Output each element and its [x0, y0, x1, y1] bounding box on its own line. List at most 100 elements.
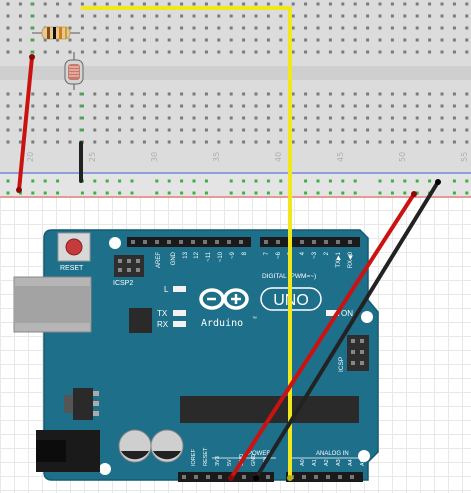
breadboard-hole[interactable] — [428, 26, 432, 30]
breadboard-hole[interactable] — [80, 26, 84, 30]
breadboard-hole[interactable] — [403, 14, 407, 18]
breadboard-hole[interactable] — [341, 104, 345, 108]
breadboard-hole[interactable] — [43, 140, 47, 144]
breadboard-hole[interactable] — [105, 116, 109, 120]
header-pin[interactable] — [276, 240, 280, 244]
breadboard-hole[interactable] — [93, 26, 97, 30]
rail-hole[interactable] — [390, 191, 394, 195]
breadboard-hole[interactable] — [403, 104, 407, 108]
breadboard-hole[interactable] — [440, 2, 444, 6]
breadboard-hole[interactable] — [378, 38, 382, 42]
breadboard-hole[interactable] — [465, 26, 469, 30]
breadboard-hole[interactable] — [43, 14, 47, 18]
breadboard-hole[interactable] — [328, 26, 332, 30]
breadboard-hole[interactable] — [242, 14, 246, 18]
breadboard-hole[interactable] — [440, 104, 444, 108]
breadboard-hole[interactable] — [31, 116, 35, 120]
header-pin[interactable] — [215, 240, 219, 244]
breadboard-hole[interactable] — [266, 140, 270, 144]
breadboard-hole[interactable] — [341, 140, 345, 144]
breadboard-hole[interactable] — [452, 2, 456, 6]
breadboard-hole[interactable] — [167, 50, 171, 54]
breadboard-hole[interactable] — [390, 26, 394, 30]
breadboard-hole[interactable] — [56, 140, 60, 144]
breadboard-hole[interactable] — [254, 26, 258, 30]
breadboard-hole[interactable] — [366, 2, 370, 6]
breadboard-hole[interactable] — [217, 92, 221, 96]
breadboard-hole[interactable] — [6, 14, 10, 18]
breadboard-hole[interactable] — [266, 128, 270, 132]
rail-hole[interactable] — [6, 191, 10, 195]
breadboard-hole[interactable] — [68, 104, 72, 108]
rail-hole[interactable] — [118, 191, 122, 195]
breadboard-hole[interactable] — [266, 14, 270, 18]
breadboard-hole[interactable] — [316, 50, 320, 54]
breadboard-hole[interactable] — [242, 50, 246, 54]
breadboard-hole[interactable] — [130, 50, 134, 54]
breadboard-hole[interactable] — [118, 38, 122, 42]
header-pin[interactable] — [191, 240, 195, 244]
header-pin[interactable] — [350, 475, 354, 479]
breadboard-hole[interactable] — [105, 38, 109, 42]
breadboard-hole[interactable] — [43, 116, 47, 120]
breadboard-hole[interactable] — [428, 116, 432, 120]
breadboard-hole[interactable] — [118, 92, 122, 96]
rail-hole[interactable] — [130, 191, 134, 195]
breadboard-hole[interactable] — [403, 116, 407, 120]
breadboard-hole[interactable] — [31, 92, 35, 96]
breadboard-hole[interactable] — [180, 50, 184, 54]
breadboard-hole[interactable] — [204, 38, 208, 42]
breadboard-hole[interactable] — [56, 104, 60, 108]
rail-hole[interactable] — [204, 191, 208, 195]
breadboard-hole[interactable] — [18, 92, 22, 96]
breadboard-hole[interactable] — [155, 92, 159, 96]
breadboard-hole[interactable] — [440, 14, 444, 18]
header-pin[interactable] — [206, 475, 210, 479]
breadboard-hole[interactable] — [6, 2, 10, 6]
breadboard-hole[interactable] — [440, 116, 444, 120]
breadboard-hole[interactable] — [167, 26, 171, 30]
rail-hole[interactable] — [31, 179, 35, 183]
breadboard-hole[interactable] — [229, 140, 233, 144]
breadboard-hole[interactable] — [18, 128, 22, 132]
breadboard-hole[interactable] — [56, 2, 60, 6]
breadboard-hole[interactable] — [452, 14, 456, 18]
breadboard-hole[interactable] — [266, 38, 270, 42]
breadboard-hole[interactable] — [366, 38, 370, 42]
breadboard-hole[interactable] — [180, 26, 184, 30]
breadboard-hole[interactable] — [142, 26, 146, 30]
breadboard-hole[interactable] — [217, 50, 221, 54]
breadboard-hole[interactable] — [304, 14, 308, 18]
breadboard-hole[interactable] — [279, 104, 283, 108]
breadboard-hole[interactable] — [304, 116, 308, 120]
rail-hole[interactable] — [378, 191, 382, 195]
breadboard-hole[interactable] — [68, 50, 72, 54]
breadboard-hole[interactable] — [242, 26, 246, 30]
breadboard-hole[interactable] — [167, 128, 171, 132]
breadboard-hole[interactable] — [155, 104, 159, 108]
breadboard-hole[interactable] — [341, 2, 345, 6]
rail-hole[interactable] — [316, 179, 320, 183]
header-pin[interactable] — [336, 240, 340, 244]
rail-hole[interactable] — [242, 191, 246, 195]
breadboard-hole[interactable] — [304, 2, 308, 6]
breadboard-hole[interactable] — [242, 92, 246, 96]
breadboard-hole[interactable] — [142, 38, 146, 42]
breadboard-hole[interactable] — [403, 128, 407, 132]
breadboard-hole[interactable] — [142, 104, 146, 108]
rail-hole[interactable] — [180, 179, 184, 183]
breadboard-hole[interactable] — [465, 104, 469, 108]
breadboard-hole[interactable] — [254, 116, 258, 120]
breadboard-hole[interactable] — [378, 14, 382, 18]
header-pin[interactable] — [312, 240, 316, 244]
rail-hole[interactable] — [378, 179, 382, 183]
breadboard-hole[interactable] — [105, 92, 109, 96]
breadboard-hole[interactable] — [328, 14, 332, 18]
breadboard-hole[interactable] — [155, 26, 159, 30]
breadboard-hole[interactable] — [93, 92, 97, 96]
breadboard-hole[interactable] — [378, 50, 382, 54]
breadboard-hole[interactable] — [415, 140, 419, 144]
breadboard-hole[interactable] — [279, 50, 283, 54]
breadboard-hole[interactable] — [452, 128, 456, 132]
breadboard-hole[interactable] — [130, 128, 134, 132]
